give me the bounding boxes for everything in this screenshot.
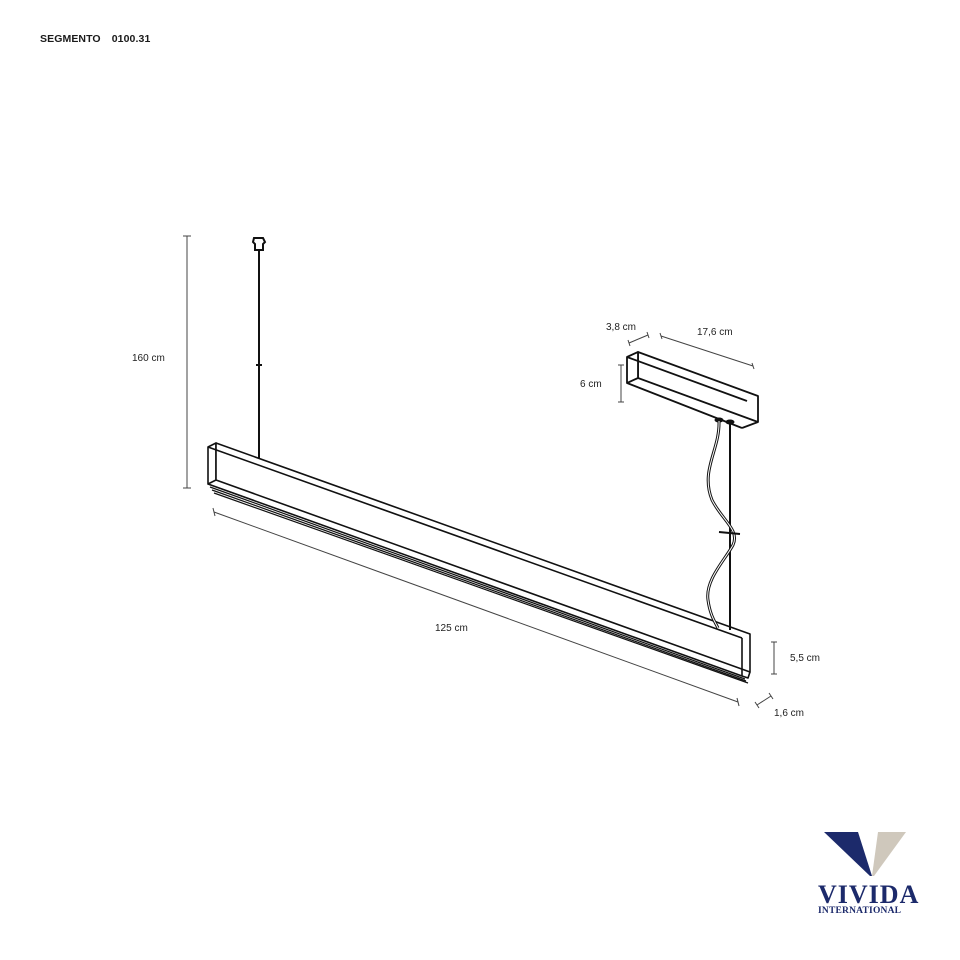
light-bar <box>207 442 751 684</box>
logo-subtitle: INTERNATIONAL <box>818 906 902 916</box>
dimension-17-6-line <box>659 332 755 370</box>
label-canopy-width: 3,8 cm <box>606 322 637 333</box>
ceiling-canopy <box>626 351 759 429</box>
product-header: SEGMENTO 0100.31 <box>40 33 150 45</box>
dimension-1-6-line <box>754 692 774 709</box>
label-suspension-height: 160 cm <box>132 353 165 364</box>
logo-wordmark: VIVIDA <box>818 880 920 909</box>
label-bar-height: 5,5 cm <box>790 653 821 664</box>
label-canopy-height: 6 cm <box>580 379 602 390</box>
label-canopy-length: 17,6 cm <box>697 327 733 338</box>
dimension-5-5-line <box>771 641 777 675</box>
dimension-3-8-line <box>627 331 650 347</box>
label-bar-depth: 1,6 cm <box>774 708 805 719</box>
dimension-160-line <box>183 235 191 489</box>
dimension-6-line <box>618 364 624 403</box>
suspension-rod-left <box>251 237 267 460</box>
vivida-logo-icon <box>824 832 906 876</box>
dimension-125-line <box>212 507 740 707</box>
suspension-right <box>706 417 741 630</box>
label-bar-length: 125 cm <box>435 623 468 634</box>
product-name: SEGMENTO <box>40 33 101 45</box>
product-code: 0100.31 <box>111 33 151 45</box>
